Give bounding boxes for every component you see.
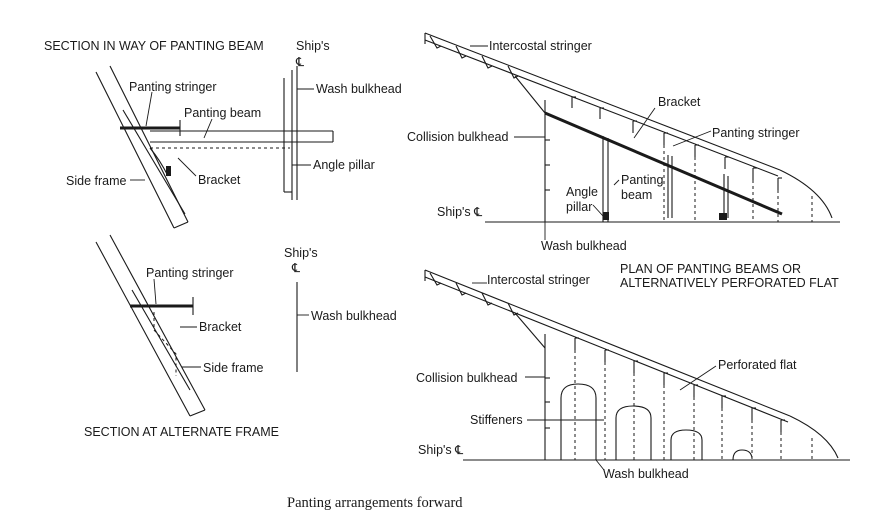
collision-bulkhead-2 xyxy=(544,334,550,460)
side-shell-plating-2 xyxy=(95,234,206,417)
section-panting-beam: SECTION IN WAY OF PANTING BEAM Ship's ℄ xyxy=(44,39,402,229)
label-bracket-2: Bracket xyxy=(199,320,242,334)
plan-title-line-1: PLAN OF PANTING BEAMS OR xyxy=(620,262,801,276)
plan-perforated-flat: PLAN OF PANTING BEAMS OR ALTERNATIVELY P… xyxy=(416,262,850,481)
figure-caption: Panting arrangements forward xyxy=(287,495,463,511)
section-panting-beam-title: SECTION IN WAY OF PANTING BEAM xyxy=(44,39,264,53)
plan-title-line-2: ALTERNATIVELY PERFORATED FLAT xyxy=(620,276,839,290)
bracket-1 xyxy=(149,147,171,177)
intercostal-stringer-1 xyxy=(429,35,519,79)
label-intercostal-stringer-1: Intercostal stringer xyxy=(489,39,592,53)
label-wash-bulkhead-2: Wash bulkhead xyxy=(311,309,397,323)
centreline-symbol-1: ℄ xyxy=(295,55,305,69)
side-frame xyxy=(122,109,186,215)
bracket-2 xyxy=(153,312,177,376)
label-wash-bulkhead-1: Wash bulkhead xyxy=(316,82,402,96)
frames-1 xyxy=(571,96,782,190)
label-panting-stringer-plan: Panting stringer xyxy=(712,126,800,140)
label-side-frame-1: Side frame xyxy=(66,174,126,188)
label-bracket-1: Bracket xyxy=(198,173,241,187)
label-intercostal-stringer-2: Intercostal stringer xyxy=(487,273,590,287)
collision-bulkhead-1 xyxy=(544,100,550,222)
perforations xyxy=(560,383,753,461)
label-collision-bulkhead-2: Collision bulkhead xyxy=(416,371,518,385)
label-panting-beam-plan-2: beam xyxy=(621,188,652,202)
label-wash-bulkhead-plan-1: Wash bulkhead xyxy=(541,239,627,253)
label-panting-stringer-2: Panting stringer xyxy=(146,266,234,280)
label-wash-bulkhead-plan-2: Wash bulkhead xyxy=(603,467,689,481)
section-alternate-frame-title: SECTION AT ALTERNATE FRAME xyxy=(84,425,279,439)
dashed-frames-1 xyxy=(663,145,813,222)
panting-beam xyxy=(120,120,334,149)
label-bracket-plan: Bracket xyxy=(658,95,701,109)
label-panting-beam-plan-1: Panting xyxy=(621,173,663,187)
angle-pillar-plan-1 xyxy=(667,155,729,220)
label-panting-stringer-1: Panting stringer xyxy=(129,80,217,94)
ships-centreline-label-1: Ship's xyxy=(296,39,330,53)
frames-2 xyxy=(574,337,785,432)
dashed-frames-2 xyxy=(574,350,813,460)
panting-stringer-2 xyxy=(130,297,194,315)
label-angle-pillar-plan-1: Angle xyxy=(566,185,598,199)
side-shell-plating xyxy=(95,65,189,229)
label-side-frame-2: Side frame xyxy=(203,361,263,375)
section-alternate-frame: Ship's ℄ Panting stringer Wash bulkhead … xyxy=(84,234,397,439)
ships-centreline-label-2: Ship's xyxy=(284,246,318,260)
centreline-symbol-2: ℄ xyxy=(291,261,301,275)
label-collision-bulkhead-1: Collision bulkhead xyxy=(407,130,509,144)
plan-panting-beam: Intercostal stringer Bracket Panting str… xyxy=(407,32,840,253)
label-ships-cl-2: Ship's ℄ xyxy=(418,443,464,457)
label-angle-pillar-1: Angle pillar xyxy=(313,158,375,172)
wash-bulkhead-plan-1 xyxy=(602,136,609,222)
wash-bulkhead-1 xyxy=(283,66,298,200)
label-stiffeners: Stiffeners xyxy=(470,413,523,427)
intercostal-stringer-2 xyxy=(429,272,546,349)
label-perforated-flat: Perforated flat xyxy=(718,358,797,372)
label-angle-pillar-plan-2: pillar xyxy=(566,200,592,214)
label-ships-cl-1: Ship's ℄ xyxy=(437,205,483,219)
label-panting-beam-1: Panting beam xyxy=(184,106,261,120)
